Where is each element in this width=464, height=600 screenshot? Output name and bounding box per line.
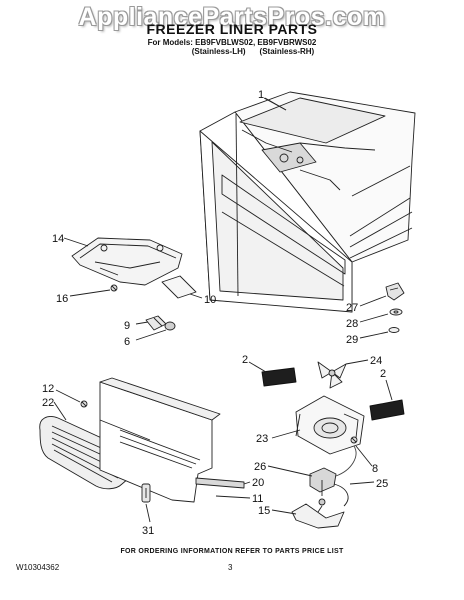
callout-24: 24 [370, 355, 382, 367]
leader-line [63, 237, 89, 247]
tape-10-drawing [161, 275, 197, 299]
fan-housing-drawing [295, 395, 365, 455]
leader-line [385, 379, 393, 401]
variant-left: (Stainless-LH) [191, 47, 246, 56]
freezer-liner-drawing [199, 91, 416, 313]
screw-16-drawing [110, 284, 118, 292]
leader-line [215, 495, 251, 499]
leader-line [55, 389, 81, 403]
leader-line [271, 429, 301, 439]
knob-assembly-drawing [385, 282, 405, 333]
evaporator-panel-drawing [99, 377, 245, 503]
callout-11: 11 [252, 493, 263, 505]
leader-line [263, 97, 287, 111]
leader-line [145, 503, 151, 523]
callout-2-right: 2 [380, 368, 386, 380]
watermark-text: AppliancePartsPros.com [78, 3, 386, 31]
models-line: For Models: EB9FVBLWS02, EB9FVBRWS02 [147, 38, 317, 47]
leader-line [359, 313, 389, 323]
callout-26: 26 [254, 461, 266, 473]
clip-31-drawing [141, 483, 151, 503]
leader-line [271, 509, 297, 515]
leader-line [359, 331, 389, 339]
callout-15: 15 [258, 505, 270, 517]
callout-27: 27 [346, 302, 358, 314]
page-title: FREEZER LINER PARTS [146, 21, 318, 37]
callout-14: 14 [52, 233, 64, 245]
leader-line [135, 321, 149, 325]
fan-motor-drawing [309, 436, 358, 507]
leader-line [359, 295, 387, 307]
callout-25: 25 [376, 478, 388, 490]
callout-28: 28 [346, 318, 358, 330]
variant-right: (Stainless-RH) [259, 47, 315, 56]
callout-29: 29 [346, 334, 358, 346]
leader-line [69, 289, 111, 297]
light-socket-drawing [145, 315, 176, 331]
leader-line [248, 361, 267, 373]
foam-strip-left-drawing [261, 367, 297, 387]
callout-9: 9 [124, 320, 130, 332]
document-number: W10304362 [16, 563, 60, 572]
callout-8: 8 [372, 463, 378, 475]
callout-12: 12 [42, 383, 54, 395]
callout-6: 6 [124, 336, 130, 348]
leader-line [243, 481, 251, 485]
callout-31: 31 [142, 525, 154, 537]
leader-line [189, 293, 203, 299]
leader-line [53, 401, 67, 421]
callout-10: 10 [204, 294, 216, 306]
evaporator-cover-drawing [71, 237, 183, 286]
leader-line [267, 465, 313, 477]
foam-strip-right-drawing [369, 399, 405, 421]
screw-12-drawing [80, 400, 88, 408]
callout-20: 20 [252, 477, 264, 489]
callout-16: 16 [56, 293, 68, 305]
callout-23: 23 [256, 433, 268, 445]
callout-22: 22 [42, 397, 54, 409]
callout-1: 1 [258, 89, 264, 101]
page-number: 3 [228, 563, 233, 572]
ordering-note: FOR ORDERING INFORMATION REFER TO PARTS … [120, 548, 344, 555]
leader-line [355, 445, 373, 467]
leader-line [135, 329, 167, 341]
leader-line [349, 481, 375, 485]
fan-blade-drawing [317, 361, 347, 389]
callout-2-left: 2 [242, 354, 248, 366]
motor-bracket-drawing [291, 498, 345, 529]
variant-line: (Stainless-LH) (Stainless-RH) [0, 47, 464, 56]
leader-line [345, 359, 369, 365]
